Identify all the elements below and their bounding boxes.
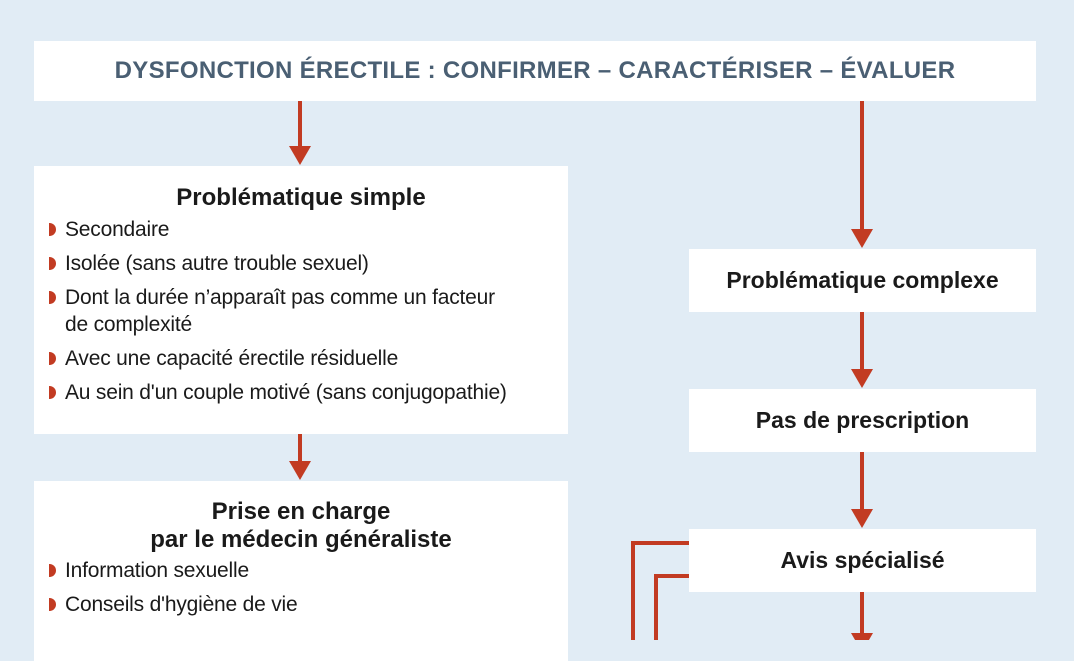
arrowhead-complexe — [851, 229, 873, 248]
arrowhead-avis-down — [851, 633, 873, 640]
list-item: Au sein d'un couple motivé (sans conjugo… — [49, 379, 552, 406]
prise-heading-line1: Prise en charge — [211, 498, 391, 525]
problematique-simple-box: Problématique simple Secondaire Isolée (… — [34, 166, 568, 434]
complexe-label: Problématique complexe — [726, 267, 999, 293]
prise-actions-list: Information sexuelle Conseils d'hygiène … — [49, 557, 552, 618]
list-item: Avec une capacité érectile résiduelle — [49, 345, 552, 372]
prise-heading-line2: par le médecin généraliste — [150, 526, 452, 553]
list-item: Secondaire — [49, 216, 552, 243]
arrowhead-simple — [289, 146, 311, 165]
bullet-icon — [49, 257, 56, 270]
list-item: Isolée (sans autre trouble sexuel) — [49, 250, 552, 277]
arrow-feedback-outer — [631, 541, 712, 640]
avis-specialise-box: Avis spécialisé — [689, 529, 1036, 592]
list-item: Conseils d'hygiène de vie — [49, 591, 552, 618]
list-item: Dont la durée n’apparaît pas comme un fa… — [49, 284, 552, 338]
bullet-icon — [49, 564, 56, 577]
simple-criteria-list: Secondaire Isolée (sans autre trouble se… — [49, 216, 552, 406]
bullet-icon — [49, 291, 56, 304]
avis-label: Avis spécialisé — [780, 547, 945, 573]
bullet-icon — [49, 386, 56, 399]
diagram-title: DYSFONCTION ÉRECTILE : CONFIRMER – CARAC… — [114, 57, 956, 84]
prise-heading: Prise en charge par le médecin généralis… — [50, 498, 552, 554]
list-item: Information sexuelle — [49, 557, 552, 584]
prescription-label: Pas de prescription — [755, 407, 970, 433]
title-box: DYSFONCTION ÉRECTILE : CONFIRMER – CARAC… — [34, 41, 1036, 101]
prise-en-charge-box: Prise en charge par le médecin généralis… — [34, 481, 568, 661]
pas-de-prescription-box: Pas de prescription — [689, 389, 1036, 452]
simple-heading: Problématique simple — [176, 184, 426, 211]
bullet-icon — [49, 352, 56, 365]
arrowhead-prescription — [851, 369, 873, 388]
problematique-complexe-box: Problématique complexe — [689, 249, 1036, 312]
bullet-icon — [49, 598, 56, 611]
arrowhead-avis — [851, 509, 873, 528]
arrowhead-prise — [289, 461, 311, 480]
bullet-icon — [49, 223, 56, 236]
